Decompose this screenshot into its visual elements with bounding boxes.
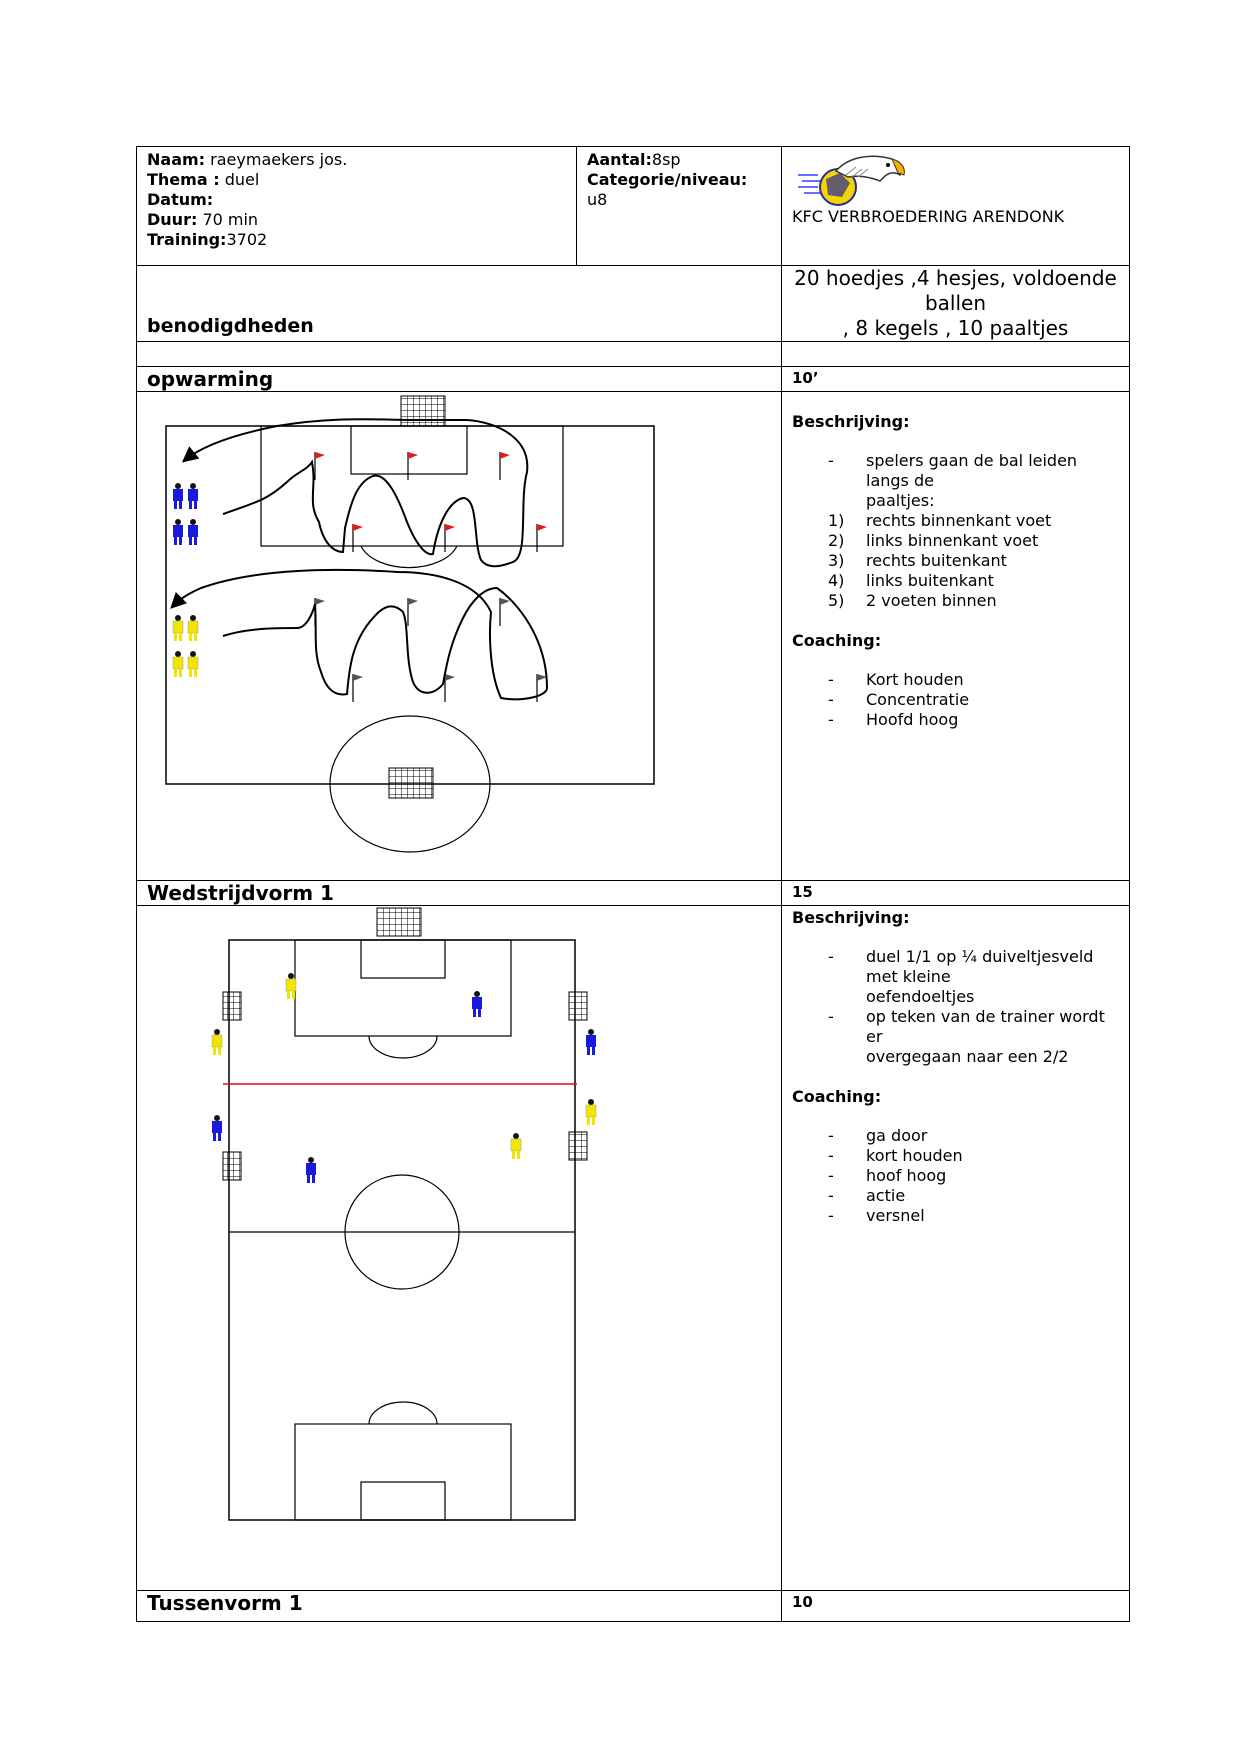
small-goal-icon	[568, 1131, 588, 1161]
list-item: -actie	[828, 1186, 906, 1205]
list-item: -Kort houden	[828, 670, 964, 689]
list-item: overgegaan naar een 2/2	[866, 1047, 1069, 1066]
coaching-label: Coaching:	[792, 1087, 882, 1106]
naam-value: raeymaekers jos.	[210, 150, 348, 169]
categorie-value: u8	[587, 190, 608, 209]
duur-value: 70 min	[202, 210, 259, 229]
benodigdheden-line-2: , 8 kegels , 10 paaltjes	[842, 316, 1069, 340]
opwarming-beschrijving-list: -spelers gaan de bal leiden langs de paa…	[792, 451, 1119, 611]
benodigdheden-label: benodigdheden	[147, 315, 314, 337]
training-value: 3702	[226, 230, 268, 249]
header-club: KFC VERBROEDERING ARENDONK	[781, 146, 1130, 266]
aantal-label: Aantal:	[587, 150, 652, 169]
list-item: 5)2 voeten binnen	[828, 591, 997, 610]
section-title-tussenvorm: Tussenvorm 1	[147, 1591, 303, 1615]
section-title-opwarming: opwarming	[147, 367, 274, 391]
list-item: -hoof hoog	[828, 1166, 947, 1185]
eagle-logo-icon	[798, 155, 905, 206]
duur-label: Duur:	[147, 210, 198, 229]
blank-cell	[136, 341, 782, 367]
section-time-tussenvorm: 10	[792, 1593, 813, 1611]
beschrijving-label: Beschrijving:	[792, 412, 910, 431]
header-info: Naam: raeymaekers jos. Thema : duel Datu…	[136, 146, 577, 266]
list-item: -kort houden	[828, 1146, 963, 1165]
aantal-value: 8sp	[651, 150, 681, 169]
section-time-wedstrijdvorm: 15	[792, 883, 813, 901]
list-item: -Hoofd hoog	[828, 710, 959, 729]
section-time-cell: 15	[781, 880, 1130, 906]
list-item: 4)links buitenkant	[828, 571, 994, 590]
section-time-cell: 10	[781, 1590, 1130, 1622]
benodigdheden-list: 20 hoedjes ,4 hesjes, voldoende ballen ,…	[781, 265, 1130, 342]
categorie-label: Categorie/niveau:	[587, 170, 748, 189]
list-item: -op teken van de trainer wordt er	[828, 1007, 1105, 1046]
wedstrijdvorm-coaching-list: -ga door -kort houden -hoof hoog -actie …	[792, 1126, 1119, 1226]
beschrijving-label: Beschrijving:	[792, 908, 910, 927]
naam-label: Naam:	[147, 150, 206, 169]
list-item: 1)rechts binnenkant voet	[828, 511, 1052, 530]
pitch-outline	[165, 425, 655, 785]
top-goal-icon	[400, 395, 446, 427]
list-item: -ga door	[828, 1126, 928, 1145]
wedstrijdvorm-beschrijving-list: -duel 1/1 op ¼ duiveltjesveld met kleine…	[792, 947, 1119, 1067]
opwarming-field-diagram	[165, 395, 655, 853]
section-title-cell: Tussenvorm 1	[136, 1590, 782, 1622]
training-label: Training:	[147, 230, 227, 249]
thema-label: Thema :	[147, 170, 220, 189]
small-goal-icon	[222, 1151, 242, 1181]
small-goal-icon	[568, 991, 588, 1021]
training-sheet: Naam: raeymaekers jos. Thema : duel Datu…	[136, 146, 1130, 1622]
datum-label: Datum:	[147, 190, 214, 209]
section-title-cell: opwarming	[136, 366, 782, 392]
section-title-cell: Wedstrijdvorm 1	[136, 880, 782, 906]
opwarming-text-cell: Beschrijving: -spelers gaan de bal leide…	[781, 391, 1130, 881]
wedstrijdvorm-field-diagram	[211, 907, 597, 1521]
section-title-wedstrijdvorm: Wedstrijdvorm 1	[147, 881, 334, 905]
opwarming-diagram-cell	[136, 391, 782, 881]
coaching-label: Coaching:	[792, 631, 882, 650]
benodigdheden-cell: benodigdheden	[136, 265, 782, 342]
benodigdheden-line-1: 20 hoedjes ,4 hesjes, voldoende ballen	[794, 266, 1117, 315]
list-item: paaltjes:	[866, 491, 935, 510]
list-item: 3)rechts buitenkant	[828, 551, 1007, 570]
small-goal-icon	[222, 991, 242, 1021]
list-item: -versnel	[828, 1206, 925, 1225]
club-name: KFC VERBROEDERING ARENDONK	[792, 207, 1065, 226]
list-item: -spelers gaan de bal leiden langs de	[828, 451, 1078, 490]
section-time-opwarming: 10’	[792, 369, 819, 387]
section-time-cell: 10’	[781, 366, 1130, 392]
bottom-goal-icon	[388, 767, 434, 799]
pitch-outline	[228, 939, 576, 1521]
list-item: 2)links binnenkant voet	[828, 531, 1039, 550]
list-item: -duel 1/1 op ¼ duiveltjesveld met kleine	[828, 947, 1094, 986]
wedstrijdvorm-text-cell: Beschrijving: -duel 1/1 op ¼ duiveltjesv…	[781, 905, 1130, 1591]
opwarming-coaching-list: -Kort houden -Concentratie -Hoofd hoog	[792, 670, 1119, 730]
header-aantal: Aantal:8sp Categorie/niveau: u8	[576, 146, 782, 266]
wedstrijdvorm-diagram-cell	[136, 905, 782, 1591]
blank-cell	[781, 341, 1130, 367]
thema-value: duel	[224, 170, 260, 189]
list-item: oefendoeltjes	[866, 987, 975, 1006]
top-goal-icon	[376, 907, 422, 937]
list-item: -Concentratie	[828, 690, 970, 709]
